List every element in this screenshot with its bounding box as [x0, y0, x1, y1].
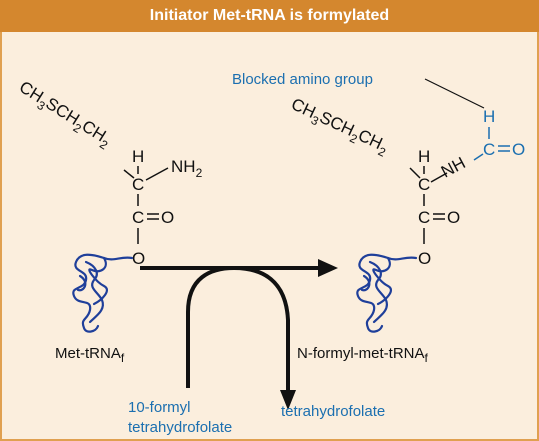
right-name-text: N-formyl-met-tRNA [297, 345, 425, 362]
cofactor-curved-arrow [186, 265, 290, 394]
right-formyl-o: O [512, 140, 525, 159]
cofactor-donor-line2: tetrahydrofolate [128, 419, 232, 436]
left-trna-icon [72, 253, 134, 333]
left-side-chain: CH3SCH2CH2 [14, 77, 116, 152]
right-alpha-c: C [418, 175, 430, 194]
right-formyl-c: C [483, 140, 495, 159]
left-carbonyl-o: O [161, 208, 174, 227]
figure-title: Initiator Met-tRNA is formylated [0, 0, 539, 32]
left-alpha-c: C [132, 175, 144, 194]
left-name-text: Met-tRNA [55, 345, 121, 362]
left-alpha-h: H [132, 147, 144, 166]
cofactor-donor-line1: 10-formyl [128, 399, 191, 416]
left-ester-o: O [132, 249, 145, 268]
right-amino-nh: NH [438, 153, 469, 181]
right-formyl-bond [473, 153, 484, 161]
main-reaction-arrow-head [318, 259, 338, 277]
right-name-sub: f [425, 351, 429, 365]
left-name-sub: f [121, 351, 125, 365]
right-trna-icon [356, 253, 418, 333]
right-alpha-h: H [418, 147, 430, 166]
left-amino-bond [145, 167, 169, 181]
svg-text:CH3SCH2CH2: CH3SCH2CH2 [287, 94, 392, 159]
left-amino-nh: NH [171, 157, 196, 176]
left-carbonyl-c: C [132, 208, 144, 227]
right-molecule-name: N-formyl-met-tRNAf [297, 345, 429, 365]
right-side-chain: CH3SCH2CH2 [287, 94, 392, 159]
left-amino-sub: 2 [196, 166, 203, 180]
right-ester-o: O [418, 249, 431, 268]
left-amino-group: NH2 [171, 157, 203, 180]
annotation-pointer-line [424, 78, 485, 109]
blocked-amino-annotation: Blocked amino group [232, 71, 373, 88]
left-sidechain-bond [123, 169, 135, 179]
right-amino-bond [430, 172, 448, 183]
left-molecule-name: Met-tRNAf [55, 345, 125, 365]
right-carbonyl-c: C [418, 208, 430, 227]
right-formyl-h: H [483, 107, 495, 126]
svg-text:CH3SCH2CH2: CH3SCH2CH2 [14, 77, 116, 152]
right-carbonyl-o: O [447, 208, 460, 227]
cofactor-arrow-head [280, 390, 296, 410]
cofactor-product: tetrahydrofolate [281, 403, 385, 420]
right-sidechain-bond [409, 167, 421, 179]
